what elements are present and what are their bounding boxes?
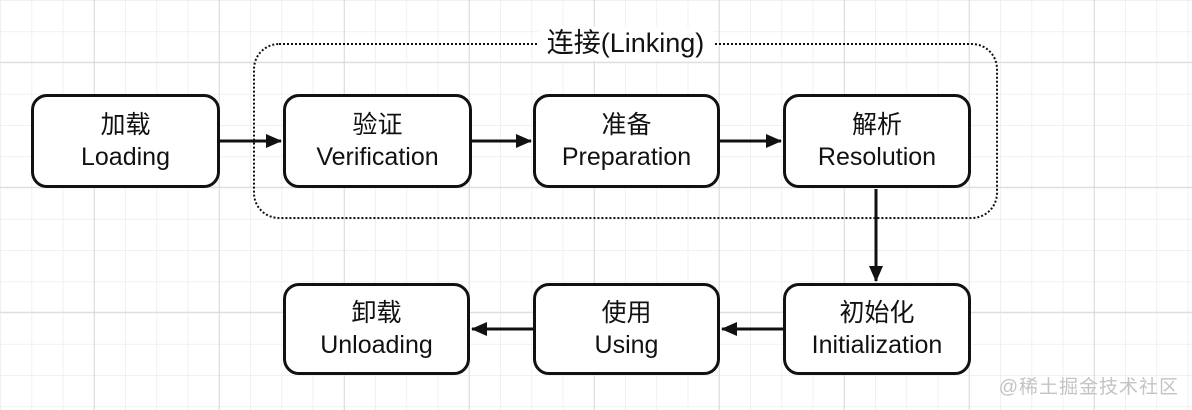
node-using-label-zh: 使用 [601,299,652,327]
node-resolution: 解析 Resolution [783,94,971,188]
node-initialization-label-en: Initialization [811,331,943,359]
node-initialization: 初始化 Initialization [783,283,971,375]
node-unloading-label-en: Unloading [320,331,433,359]
node-unloading: 卸载 Unloading [283,283,470,375]
node-loading-label-en: Loading [81,143,170,171]
node-verification-label-en: Verification [316,143,439,171]
node-loading-label-zh: 加载 [100,111,151,139]
watermark: @稀土掘金技术社区 [998,377,1179,398]
node-resolution-label-zh: 解析 [851,111,902,139]
linking-group-container: 连接(Linking) [253,26,998,219]
node-unloading-label-zh: 卸载 [351,299,402,327]
node-using: 使用 Using [533,283,720,375]
linking-group-title: 连接(Linking) [537,26,714,61]
node-preparation-label-zh: 准备 [601,111,652,139]
node-using-label-en: Using [594,331,659,359]
node-resolution-label-en: Resolution [817,143,937,171]
node-preparation: 准备 Preparation [533,94,720,188]
node-preparation-label-en: Preparation [561,143,692,171]
node-initialization-label-zh: 初始化 [839,299,915,327]
node-loading: 加载 Loading [31,94,220,188]
node-verification: 验证 Verification [283,94,472,188]
node-verification-label-zh: 验证 [352,111,403,139]
